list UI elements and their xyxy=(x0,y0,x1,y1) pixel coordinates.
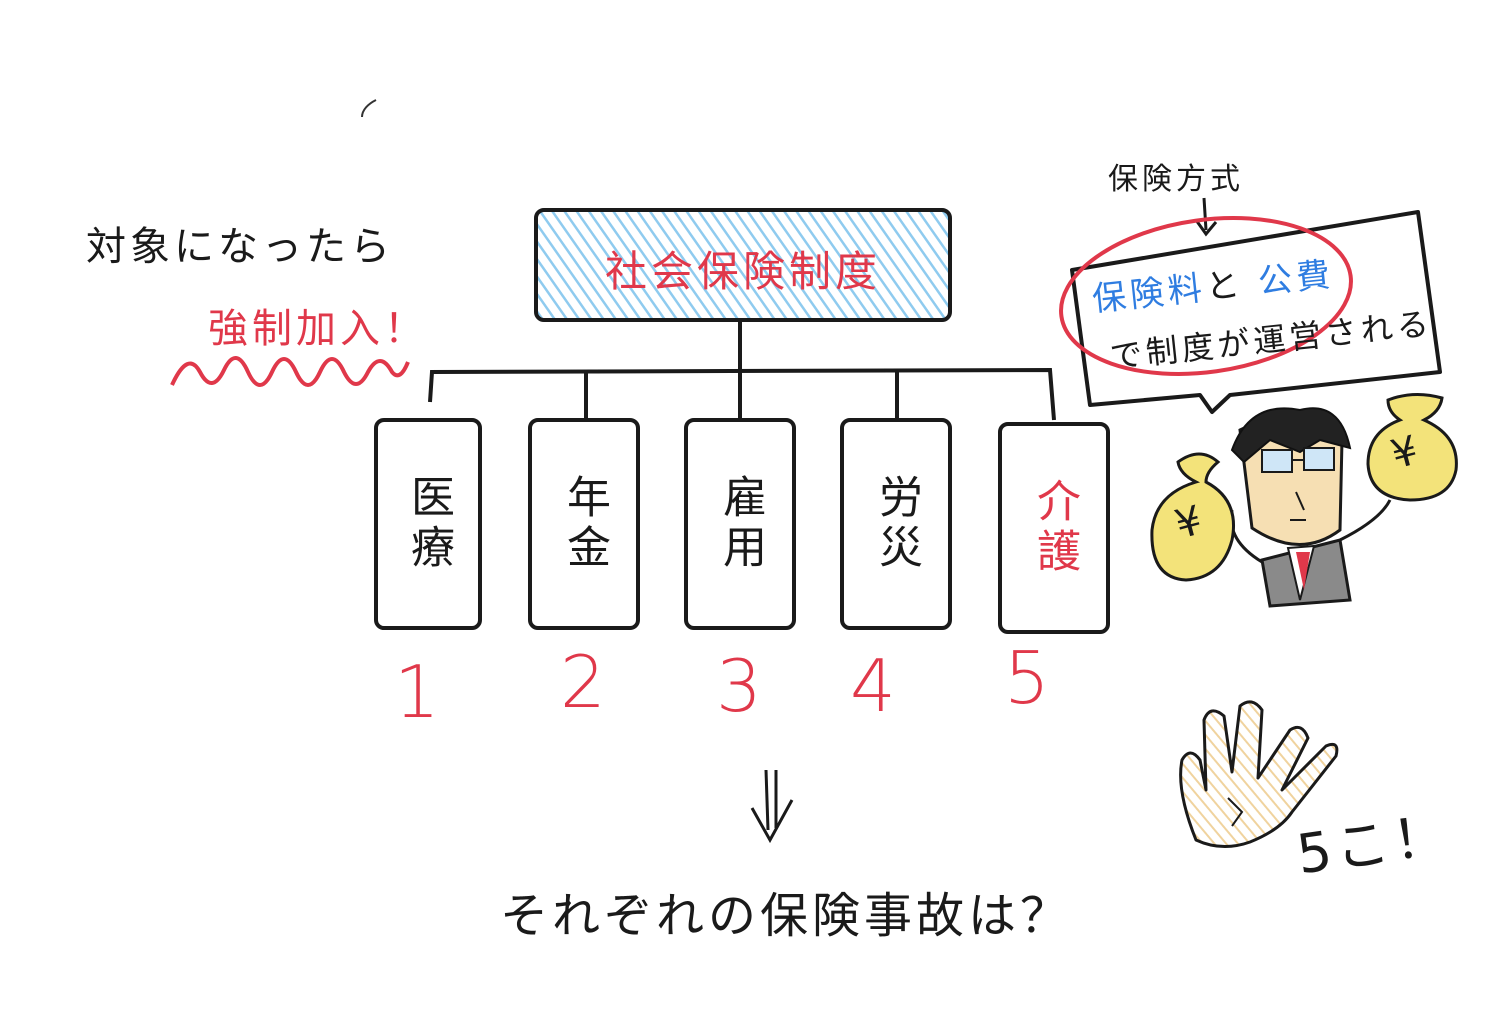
tree-connectors xyxy=(428,322,1056,421)
branch-box-care: 介護 xyxy=(998,422,1110,634)
branch-box-pension: 年金 xyxy=(528,418,640,630)
wavy-underline xyxy=(170,356,410,387)
question-text: それぞれの保険事故は？ xyxy=(500,888,1073,944)
hand-illustration xyxy=(1179,700,1339,848)
left-note-line1: 対象になったら xyxy=(86,224,394,270)
branch-label: 医療 xyxy=(403,474,454,574)
header-pointer xyxy=(1194,197,1218,237)
branch-box-medical: 医療 xyxy=(374,418,482,630)
branch-box-employment: 雇用 xyxy=(684,418,796,630)
root-box xyxy=(534,208,952,322)
down-arrow xyxy=(750,769,794,844)
branch-label: 介護 xyxy=(1029,478,1080,578)
root-label: 社会保険制度 xyxy=(604,247,881,296)
branch-number: 5 xyxy=(1004,636,1050,720)
left-note-line2: 強制加入！ xyxy=(208,306,428,352)
stray-mark xyxy=(361,99,377,118)
branch-label: 年金 xyxy=(559,474,610,574)
speech-connector: と xyxy=(1203,264,1246,308)
branch-number: 2 xyxy=(560,640,606,724)
branch-number: 1 xyxy=(394,650,440,734)
branch-number: 4 xyxy=(850,644,896,728)
branch-label: 雇用 xyxy=(715,474,766,574)
highlight-circle xyxy=(1059,216,1353,376)
person-illustration xyxy=(1150,393,1458,608)
branch-label: 労災 xyxy=(871,474,922,574)
branch-box-workers-comp: 労災 xyxy=(840,418,952,630)
branch-number: 3 xyxy=(716,644,762,728)
speech-term2: 公費 xyxy=(1256,254,1336,303)
speech-header: 保険方式 xyxy=(1108,162,1244,197)
